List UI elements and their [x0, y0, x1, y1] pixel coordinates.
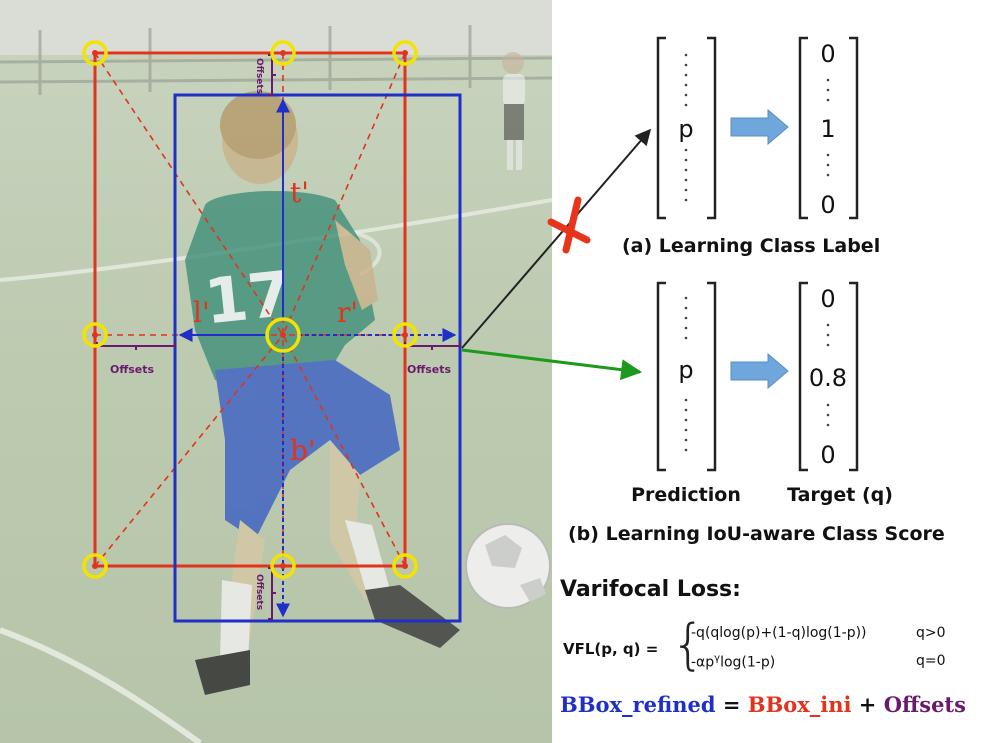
panel-b-prediction-p: p: [678, 356, 693, 384]
vfl-case2-alpha-p: -αp: [691, 654, 715, 671]
equals-sign: =: [715, 692, 748, 717]
panel-b-target-bottom: 0: [820, 441, 835, 469]
keypoint-bottom-right: [392, 553, 418, 579]
arrow-to-iou-score: [461, 348, 643, 381]
offsets-label-right: Offsets: [407, 363, 452, 376]
offsets-label-bottom: Offsets: [254, 574, 264, 610]
vfl-case2-cond: q=0: [916, 653, 946, 669]
vfl-case1-cond: q>0: [916, 625, 946, 641]
label-l-prime: l': [193, 296, 210, 329]
panel-a-target-top: 0: [820, 40, 835, 68]
jersey-number: 17: [201, 257, 294, 339]
keypoint-top-right: [392, 40, 418, 66]
panel-a-prediction-p: p: [678, 115, 693, 143]
keypoint-bottom-left: [82, 553, 108, 579]
refined-bbox: [173, 93, 462, 623]
vfl-case1-expr: -q(qlog(p)+(1-q)log(1-p)): [691, 625, 867, 641]
target-label: Target (q): [787, 484, 893, 506]
vfl-case2-log: log(1-p): [720, 654, 776, 671]
arrow-to-class-label: [461, 128, 652, 349]
vfl-lhs: VFL(p, q) =: [563, 640, 659, 658]
label-r-prime: r': [337, 296, 358, 329]
offsets-label-top: Offsets: [254, 58, 264, 94]
panel-b: p 0 0.8 0 Prediction Target (q) (b) Lear…: [568, 281, 945, 545]
keypoint-mid-right: [392, 322, 418, 348]
keypoint-bottom-center: [270, 553, 296, 579]
offsets-term: Offsets: [883, 692, 966, 717]
vfl-brace: {: [671, 613, 706, 676]
prediction-label: Prediction: [631, 484, 741, 506]
keypoint-center: [265, 317, 301, 353]
panel-b-target-mid: 0.8: [809, 364, 847, 392]
panel-a-target-mid: 1: [820, 115, 835, 143]
bbox-equation: BBox_refined = BBox_ini + Offsets: [560, 692, 980, 717]
bbox-ini-term: BBox_ini: [747, 692, 852, 717]
vfl-case2-expr: -αpγlog(1-p): [691, 653, 775, 671]
offsets-label-left: Offsets: [110, 363, 155, 376]
panel-b-caption: (b) Learning IoU-aware Class Score: [568, 523, 945, 545]
background-photo: [0, 0, 553, 743]
bbox-refined-term: BBox_refined: [560, 692, 716, 717]
panel-b-block-arrow: [730, 352, 789, 390]
keypoint-mid-left: [82, 322, 108, 348]
panel-a-target-bottom: 0: [820, 191, 835, 219]
varifocal-loss-title: Varifocal Loss:: [560, 577, 741, 602]
plus-sign: +: [851, 692, 884, 717]
cross-icon: [547, 196, 591, 254]
offsets-brackets: [96, 54, 461, 620]
keypoints: [82, 40, 418, 579]
panel-a-block-arrow: [730, 108, 789, 146]
vfl-case2-gamma: γ: [714, 653, 721, 664]
label-b-prime: b': [290, 434, 316, 467]
panel-a-caption: (a) Learning Class Label: [622, 235, 880, 257]
label-t-prime: t': [290, 176, 309, 209]
keypoint-top-left: [82, 40, 108, 66]
vfl-formula: VFL(p, q) = { -q(qlog(p)+(1-q)log(1-p)) …: [563, 613, 973, 680]
panel-a: p 0 1 0 (a) Learning Class Label: [622, 36, 880, 257]
panel-b-target-top: 0: [820, 285, 835, 313]
keypoint-top-center: [270, 40, 296, 66]
